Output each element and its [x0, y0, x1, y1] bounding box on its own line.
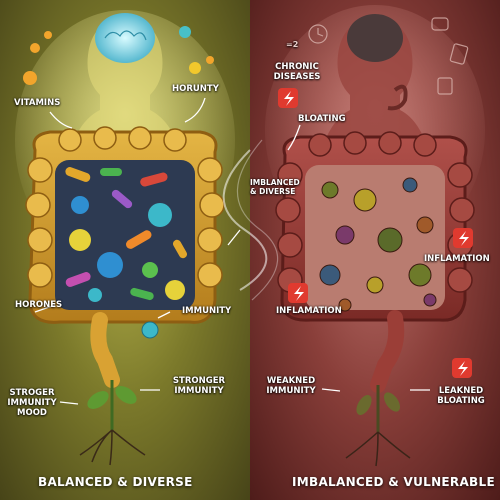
label-weakned-immunity: WEAKNED IMMUNITY [266, 376, 316, 396]
junk-food-icons [308, 17, 469, 95]
footer-balanced: BALANCED & DIVERSE [38, 475, 193, 489]
annotation-arrows [34, 97, 430, 405]
right-brain-icon [347, 14, 403, 62]
label-leakned-bloating: LEAKNED BLOATING [437, 386, 485, 406]
label-vitamins: VITAMINS [14, 98, 61, 108]
label-inflamation-right: INFLAMATION [424, 254, 490, 264]
footer-imbalanced: IMBALANCED & VULNERABLE [292, 475, 495, 489]
label-chronic-diseases: CHRONIC DISEASES [273, 62, 321, 82]
label-immunity: IMMUNITY [182, 306, 232, 316]
right-body-silhouette [320, 18, 430, 155]
label-bloating: BLOATING [298, 114, 346, 124]
label-stroger-immunity-mood: STROGER IMMUNITY MOOD [7, 388, 57, 418]
label-inflamation-left: INFLAMATION [276, 306, 342, 316]
right-hand [387, 84, 408, 111]
right-microbes [319, 177, 437, 312]
label-horunty: HORUNTY [172, 84, 219, 94]
vitamin-icons [23, 26, 214, 85]
left-microbes [65, 167, 187, 339]
right-plant-icon [345, 385, 411, 467]
left-brain-icon [95, 13, 155, 63]
clock-icon: =2 [286, 40, 299, 49]
left-body-silhouette [70, 18, 180, 150]
alert-icons [278, 88, 473, 378]
label-horones: HORONES [15, 300, 63, 310]
label-stronger-immunity: STRONGER IMMUNITY [172, 376, 226, 396]
swirl-divider [222, 149, 268, 291]
label-imbalanced-diverse: IMBLANCED & DIVERSE [250, 178, 300, 196]
left-gut-interior [55, 160, 195, 310]
left-plant-icon [79, 380, 146, 466]
